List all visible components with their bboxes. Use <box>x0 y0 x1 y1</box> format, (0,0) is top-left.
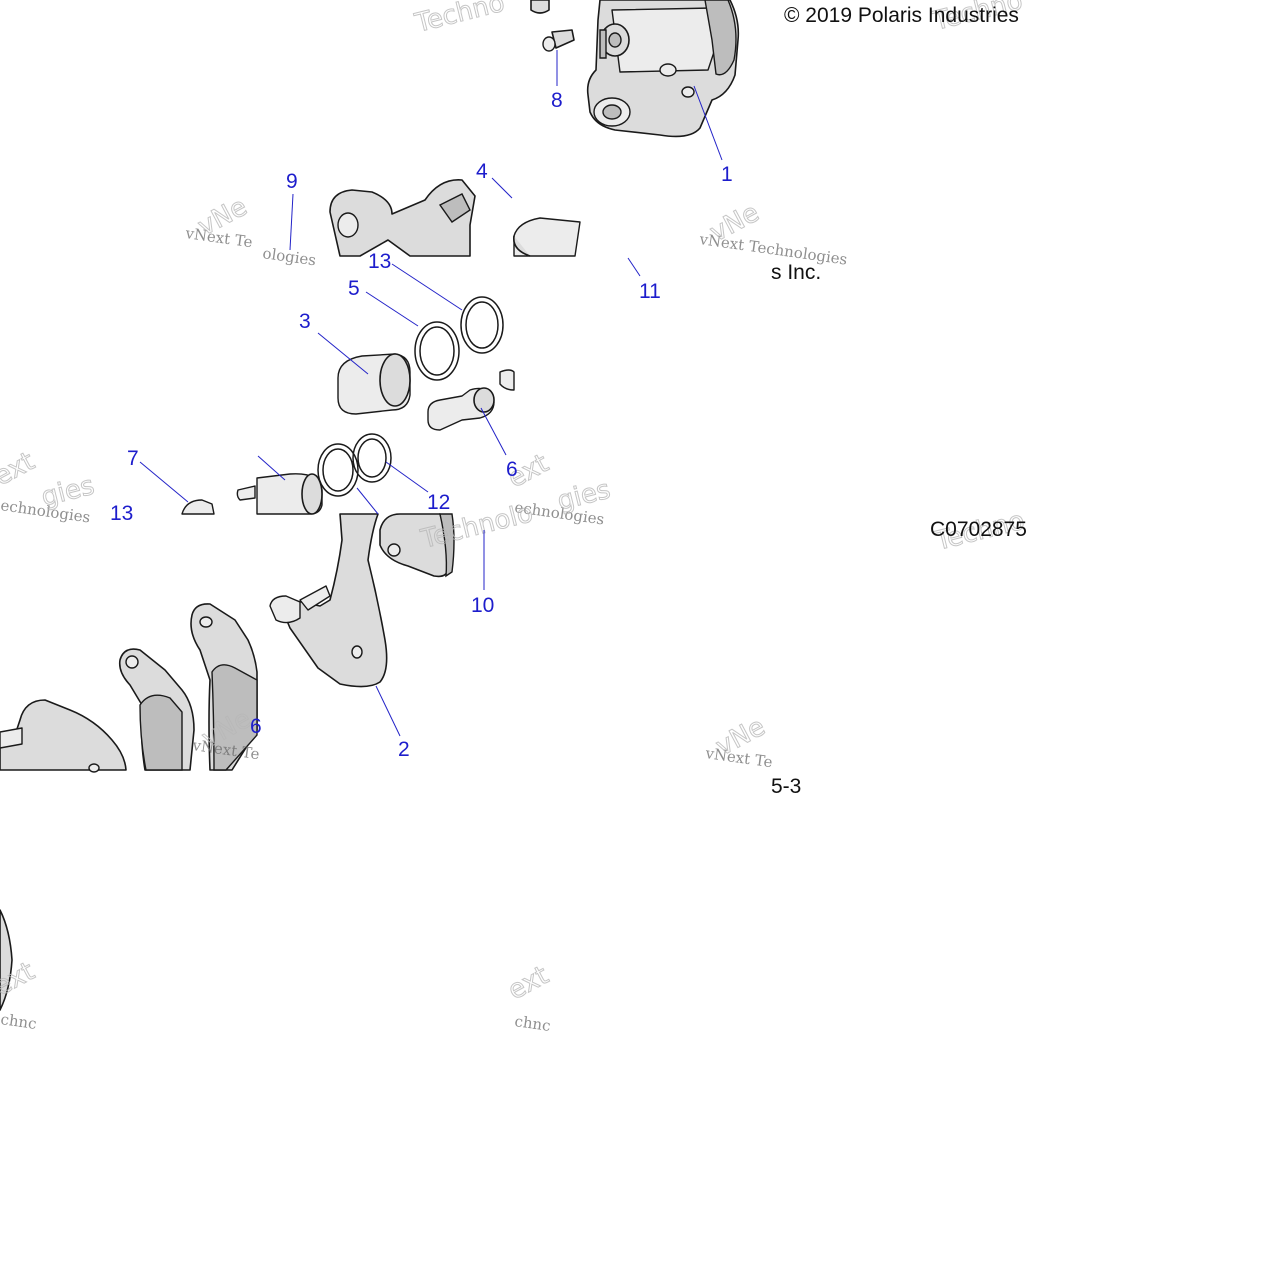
slide-pin-6 <box>427 369 515 431</box>
leader-13 <box>391 263 463 311</box>
leader-11 <box>627 257 641 277</box>
caliper-bracket-left <box>0 699 127 773</box>
callout-8: 8 <box>551 89 563 112</box>
leader-3 <box>317 332 369 375</box>
bleeder-screw <box>542 29 575 52</box>
brake-pad-left-1 <box>190 603 258 771</box>
caliper-bracket-bottom <box>0 909 13 1011</box>
watermark-gies-left: gies <box>38 471 97 513</box>
copyright-text: © 2019 Polaris Industries <box>784 4 1019 27</box>
watermark-ext-bottom-mid: ext <box>503 960 553 1006</box>
callout-2: 2 <box>398 738 410 761</box>
callout-numbers: 1 2 3 4 5 6 6 7 8 9 10 11 12 13 13 <box>110 89 733 761</box>
leader-12b <box>356 487 379 515</box>
callout-6: 6 <box>506 458 518 481</box>
watermark-echno-bottom-mid: chnc <box>513 1012 551 1035</box>
drawing-number: C0702875 <box>930 518 1027 541</box>
callout-9: 9 <box>286 170 298 193</box>
leader-4 <box>491 177 513 199</box>
brake-pad-left-2 <box>118 648 195 771</box>
leader-3b <box>257 455 286 481</box>
leader-6 <box>480 407 507 456</box>
leader-1 <box>693 85 723 161</box>
slide-pin-7 <box>181 485 256 515</box>
callout-4: 4 <box>476 160 488 183</box>
watermark-echno-bottom-left: chnc <box>0 1010 38 1033</box>
seal-12b <box>317 443 359 497</box>
seal-12 <box>352 433 392 483</box>
caliper-piston-bore <box>513 217 581 257</box>
leader-7 <box>139 461 189 503</box>
watermark-ogies-a: ologies <box>261 244 317 269</box>
callout-1: 1 <box>721 163 733 186</box>
seal-13 <box>460 296 504 354</box>
piston-lower <box>256 473 323 515</box>
callout-10: 10 <box>471 594 494 617</box>
leader-12 <box>385 461 429 493</box>
callout-5: 5 <box>348 277 360 300</box>
leader-9 <box>289 193 294 251</box>
callout-13: 13 <box>368 250 391 273</box>
caliper-body <box>586 0 740 138</box>
small-nut-top <box>530 0 550 14</box>
callout-6b: 6 <box>250 715 262 738</box>
leader-5 <box>365 291 419 327</box>
caliper-bracket-2 <box>269 513 388 688</box>
seal-5 <box>414 321 460 381</box>
piston-3 <box>337 353 411 415</box>
brake-pad-10 <box>379 513 455 578</box>
callout-7: 7 <box>127 447 139 470</box>
watermark-techno-top: Techno <box>411 0 507 39</box>
leader-2 <box>375 685 401 737</box>
page-number-fragment: 5-3 <box>771 775 801 798</box>
copyright-fragment: s Inc. <box>771 261 821 284</box>
callout-13b: 13 <box>110 502 133 525</box>
callout-3: 3 <box>299 310 311 333</box>
callout-11: 11 <box>639 280 661 303</box>
leader-lines <box>139 50 723 737</box>
caliper-bracket-upper <box>329 179 476 257</box>
callout-12: 12 <box>427 491 450 514</box>
watermark-ext-left: ext <box>0 446 40 492</box>
